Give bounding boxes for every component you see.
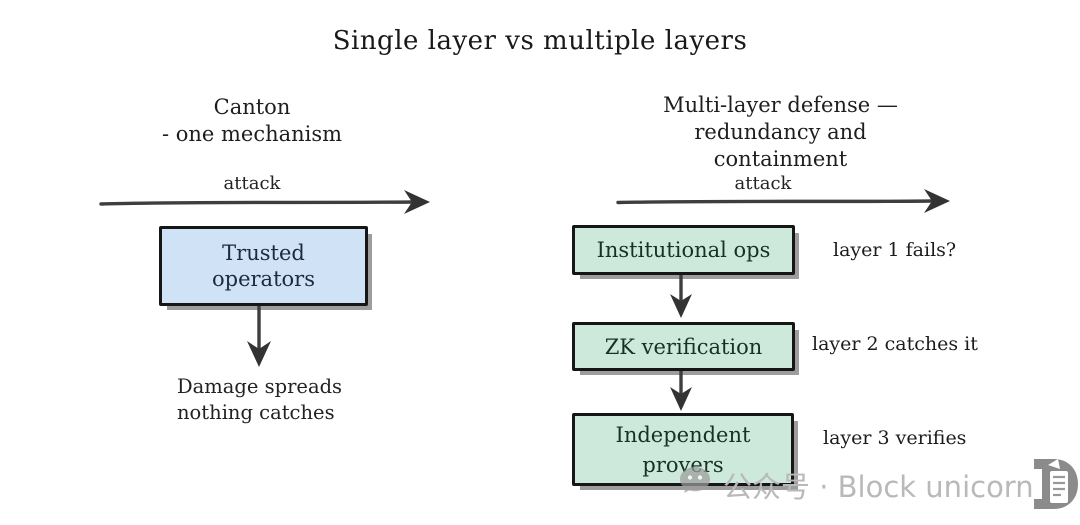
down-arrow-right-2-head bbox=[670, 387, 692, 411]
block-unicorn-logo-icon bbox=[1034, 459, 1078, 509]
outcome-line-2: nothing catches bbox=[177, 401, 335, 424]
watermark-text: 公众号 · Block unicorn bbox=[723, 470, 1034, 504]
right-heading-line-2: redundancy and containment bbox=[694, 120, 867, 171]
attack-arrow-right-head bbox=[924, 189, 950, 213]
wechat-icon bbox=[680, 467, 710, 493]
left-heading-line-2: - one mechanism bbox=[161, 122, 343, 146]
attack-arrow-right-line bbox=[616, 199, 934, 205]
institutional-ops-label: Institutional ops bbox=[596, 238, 771, 262]
right-attack-label: attack bbox=[734, 173, 792, 194]
trusted-operators-line-2: operators bbox=[212, 267, 315, 291]
outcome-line-1: Damage spreads bbox=[177, 375, 343, 398]
left-column-heading: Canton - one mechanism bbox=[102, 94, 402, 148]
trusted-operators-box: Trusted operators bbox=[159, 226, 368, 306]
attack-arrow-left-line bbox=[99, 200, 414, 206]
independent-provers-line-1: Independent bbox=[615, 422, 751, 447]
left-heading-line-1: Canton bbox=[213, 95, 291, 119]
institutional-ops-box: Institutional ops bbox=[572, 225, 795, 275]
right-column-heading: Multi-layer defense — redundancy and con… bbox=[628, 92, 933, 173]
left-attack-label: attack bbox=[223, 173, 281, 194]
right-heading-line-1: Multi-layer defense — bbox=[663, 93, 898, 117]
attack-arrow-left-head bbox=[404, 190, 430, 214]
down-arrow-left-head bbox=[247, 341, 271, 367]
left-outcome-text: Damage spreads nothing catches bbox=[177, 374, 342, 426]
page-title: Single layer vs multiple layers bbox=[332, 26, 748, 56]
layer3-note: layer 3 verifies bbox=[823, 427, 967, 449]
zk-verification-label: ZK verification bbox=[604, 334, 763, 359]
trusted-operators-line-1: Trusted bbox=[222, 241, 305, 265]
zk-verification-box: ZK verification bbox=[572, 322, 795, 371]
down-arrow-right-1-head bbox=[670, 294, 692, 318]
layer2-note: layer 2 catches it bbox=[812, 333, 978, 355]
layer1-note: layer 1 fails? bbox=[833, 239, 957, 261]
